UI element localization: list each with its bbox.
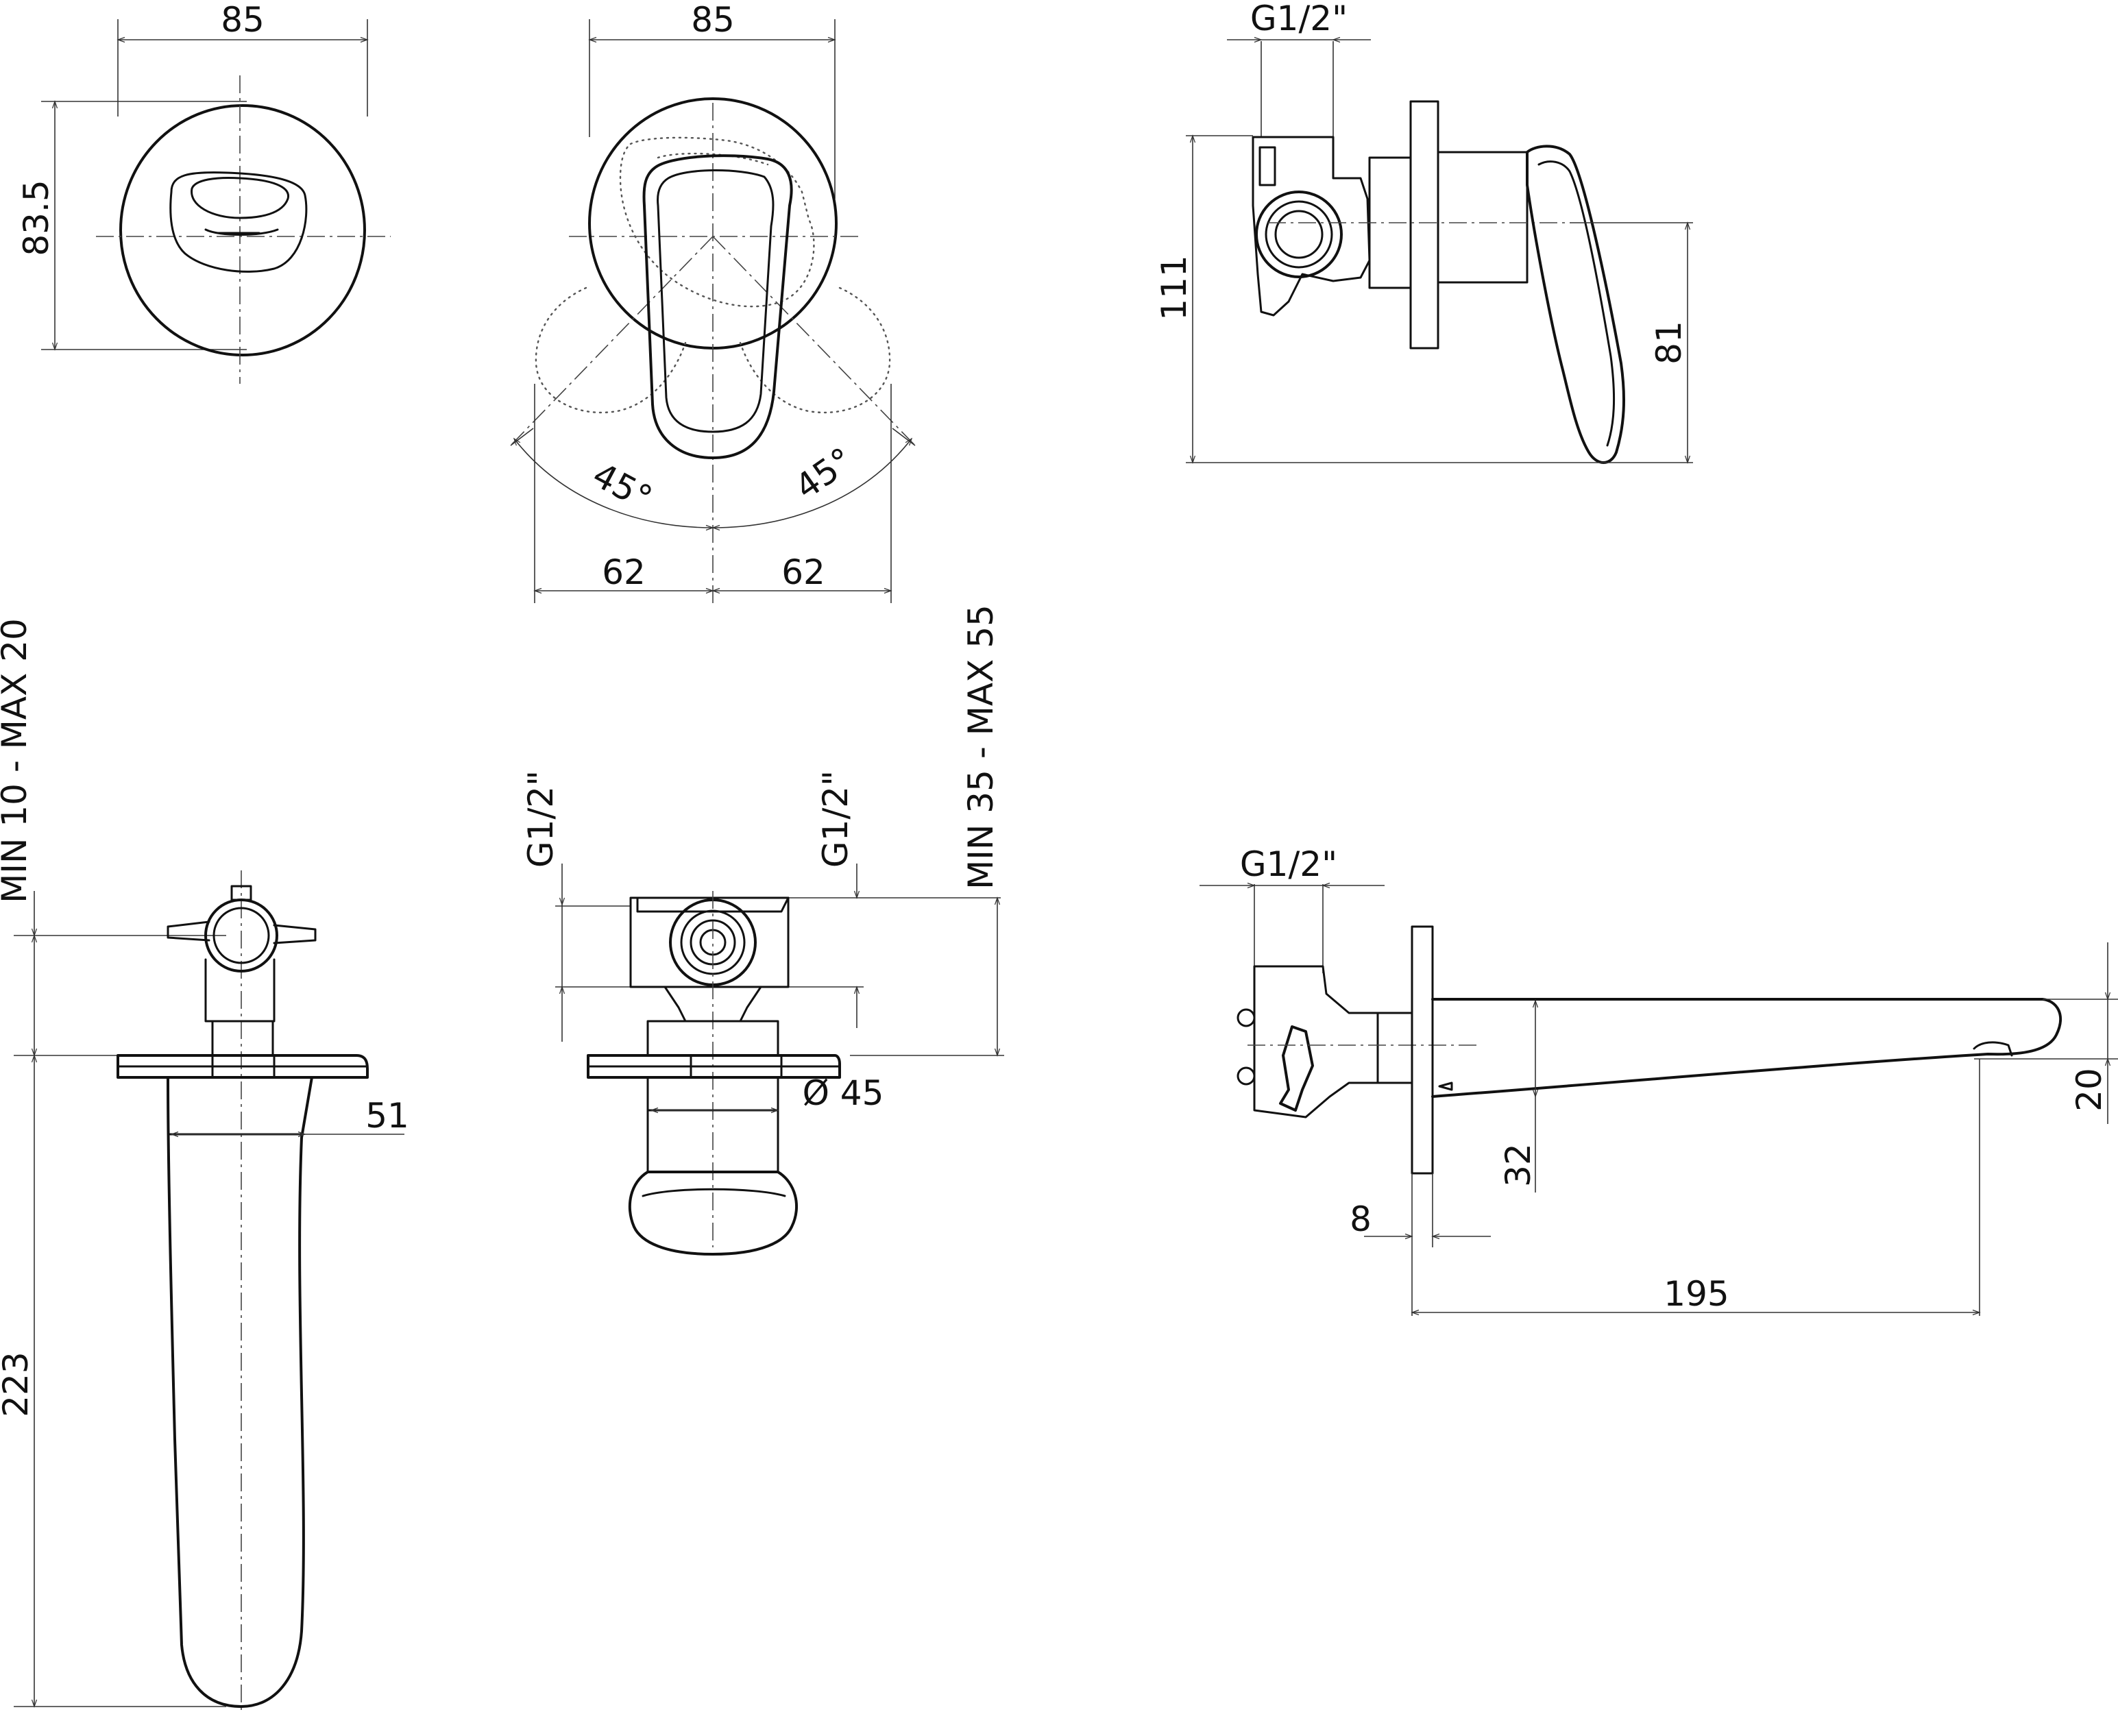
dim-rotation-width: 85 xyxy=(691,0,735,40)
dim-spout-projection: 195 xyxy=(1664,1274,1729,1314)
dim-body-thread-right: G1/2" xyxy=(816,770,855,868)
dim-spout-width: 51 xyxy=(365,1096,409,1136)
dim-body-depth: MIN 35 - MAX 55 xyxy=(961,604,1001,890)
dim-spout-thread: G1/2" xyxy=(1240,844,1337,884)
dim-swing-left: 62 xyxy=(602,552,646,592)
front-view: 85 83.5 xyxy=(16,0,391,384)
dim-side-thread: G1/2" xyxy=(1250,0,1348,38)
dim-front-width: 85 xyxy=(221,0,265,40)
dim-side-height: 111 xyxy=(1154,255,1194,320)
dim-spout-outlet-height: 32 xyxy=(1498,1143,1538,1187)
spout-side-view: G1/2" 20 32 8 195 xyxy=(1200,844,2118,1316)
dim-body-diameter: Ø 45 xyxy=(803,1073,884,1113)
dim-front-height: 83.5 xyxy=(16,180,56,256)
dim-side-handle-height: 81 xyxy=(1649,321,1689,365)
rotation-view: 85 45° 45° 62 62 xyxy=(510,0,916,603)
dim-spout-drop: 20 xyxy=(2069,1068,2109,1112)
dim-angle-right: 45° xyxy=(788,440,860,507)
dim-swing-right: 62 xyxy=(781,552,825,592)
side-view: G1/2" 111 81 xyxy=(1154,0,1693,464)
dim-angle-left: 45° xyxy=(586,455,658,519)
dim-spout-length: 223 xyxy=(0,1352,36,1417)
spout-top-view: MIN 10 - MAX 20 51 223 xyxy=(0,618,409,1713)
dim-body-thread-left: G1/2" xyxy=(521,770,561,868)
body-front-view: G1/2" G1/2" MIN 35 - MAX 55 Ø 45 xyxy=(521,604,1004,1256)
dim-plate-thickness: 8 xyxy=(1350,1199,1372,1239)
dim-wall-depth: MIN 10 - MAX 20 xyxy=(0,618,34,903)
